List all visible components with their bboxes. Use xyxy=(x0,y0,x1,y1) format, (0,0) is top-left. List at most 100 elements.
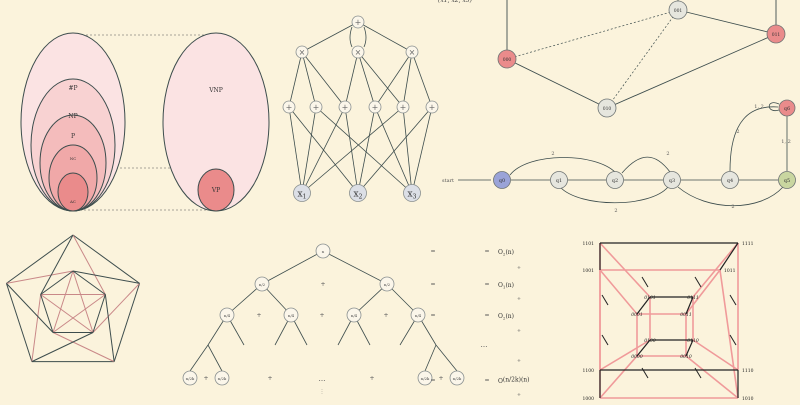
cube-vertex xyxy=(668,0,688,20)
cube-vertex-label: 001 xyxy=(674,8,683,14)
hypercube-inner-vertex-label: 0011 xyxy=(680,312,691,318)
tree-level1-node-label: n/2 xyxy=(384,282,391,287)
input-label: x3 xyxy=(408,190,417,201)
plus-sign: + xyxy=(267,375,272,382)
equals-sign: = xyxy=(430,281,435,288)
plus-gate-symbol: + xyxy=(286,103,293,112)
pentagon-graph-panel xyxy=(5,234,141,363)
tree-leaf-node-label: n/2k xyxy=(453,376,462,381)
hypercube-dark-edge xyxy=(685,339,694,357)
hypercube-outer-vertex-label: 1001 xyxy=(583,268,595,274)
cube-hidden-edge xyxy=(606,9,679,109)
hypercube-tick xyxy=(694,276,702,288)
transition-arc xyxy=(559,186,669,204)
vertical-dots: ⋮ xyxy=(320,389,325,395)
circuit-wire xyxy=(344,51,359,108)
pentagram-edge xyxy=(40,294,94,333)
tree-leaf-node xyxy=(417,370,433,386)
hypercube-red-edge xyxy=(685,269,721,315)
tree-edge xyxy=(189,344,209,372)
input-label: x2 xyxy=(354,190,363,201)
hypercube-tick xyxy=(729,334,737,346)
tree-root-node-label: n xyxy=(322,249,325,254)
tree-leaf-node-label: n/2k xyxy=(421,376,430,381)
times-gate-symbol: × xyxy=(355,48,362,57)
inner-pentagon-edge xyxy=(92,294,106,333)
circuit-wire xyxy=(301,106,346,194)
hypercube-inner-vertex-label: 0001 xyxy=(631,312,642,318)
circuit-wire xyxy=(349,26,353,48)
plus-gate xyxy=(425,100,439,114)
outer-pentagon-edge xyxy=(72,234,140,284)
edge-label: 2 xyxy=(551,151,554,157)
hypercube-inner-vertex-label: 0010 xyxy=(680,354,692,360)
circuit-wire xyxy=(357,21,413,53)
automaton-state xyxy=(663,171,681,189)
edge-label: 1, 2 xyxy=(754,104,764,110)
plus-gate xyxy=(351,15,365,29)
hypercube-dark-edge xyxy=(636,339,651,357)
cube-top-fragment: (x1, x2, x3) xyxy=(438,0,473,4)
plus-gate-symbol: + xyxy=(429,103,436,112)
hypercube-outer-vertex-label: 1010 xyxy=(742,396,754,400)
transition-arc xyxy=(677,186,784,207)
sum-plus-sign: + xyxy=(517,265,521,271)
hypercube-dark-edge xyxy=(636,296,651,315)
hypercube-tick xyxy=(694,367,702,379)
tree-leaf-node xyxy=(214,370,230,386)
hypercube-outer-vertex-label: 1111 xyxy=(742,241,754,247)
equals-sign: = xyxy=(484,281,489,288)
cube-vertex-label: 010 xyxy=(603,106,612,112)
tree-edge xyxy=(435,344,458,372)
cost-term: O2(n) xyxy=(498,313,514,321)
pentagram-edge xyxy=(52,270,74,333)
plus-sign: + xyxy=(383,312,388,319)
automaton-state xyxy=(721,171,739,189)
tree-level2-node-label: n/4 xyxy=(415,313,422,318)
vp-label: VP xyxy=(211,187,220,194)
hypercube-outer-vertex-label: 1000 xyxy=(583,396,595,400)
automaton-state-label: q3 xyxy=(669,178,675,184)
cube-edge xyxy=(606,33,777,109)
automaton-state xyxy=(493,171,511,189)
tree-leaf-node-label: n/2k xyxy=(186,376,195,381)
hypercube-outer-vertex-label: 1011 xyxy=(724,268,736,274)
hypercube-inner-vertex-label: 0111 xyxy=(687,295,698,301)
vnp-label: VNP xyxy=(208,87,223,94)
tree-level1-node xyxy=(379,276,395,292)
self-loop xyxy=(768,102,780,112)
times-gate xyxy=(351,45,365,59)
cube-vertex-label: 011 xyxy=(772,32,781,38)
spoke-edge-red xyxy=(52,332,115,363)
automaton-state-label: q6 xyxy=(784,106,790,112)
spoke-edge-dark xyxy=(6,283,54,333)
circuit-wire xyxy=(374,106,413,194)
hypercube-tick xyxy=(601,334,609,346)
tree-edge xyxy=(226,283,263,316)
circuit-wire xyxy=(301,106,317,194)
hypercube-inner-vertex-label: 0110 xyxy=(687,338,699,344)
tree-leaf-node-label: n/2k xyxy=(218,376,227,381)
circuit-wire xyxy=(357,51,404,108)
circuit-wire xyxy=(344,106,359,194)
spoke-edge-dark xyxy=(31,332,94,363)
tree-level1-node-label: n/2 xyxy=(259,282,266,287)
hypercube-red-edge xyxy=(719,269,739,399)
np-label: NP xyxy=(68,113,77,120)
times-gate-symbol: × xyxy=(409,48,416,57)
tree-level2-node-label: n/4 xyxy=(224,313,231,318)
hypercube-red-edge xyxy=(692,339,739,371)
hypercube-inner-vertex-label: 0101 xyxy=(644,295,655,301)
horizontal-dots: … xyxy=(481,341,488,349)
tree-level2-node-label: n/4 xyxy=(288,313,295,318)
cost-term: O1(n) xyxy=(498,282,514,290)
cube-vertex xyxy=(766,24,786,44)
plus-gate xyxy=(368,100,382,114)
circuit-wire xyxy=(357,106,433,194)
tree-edge xyxy=(261,250,324,285)
edge-label: 2 xyxy=(731,204,734,210)
